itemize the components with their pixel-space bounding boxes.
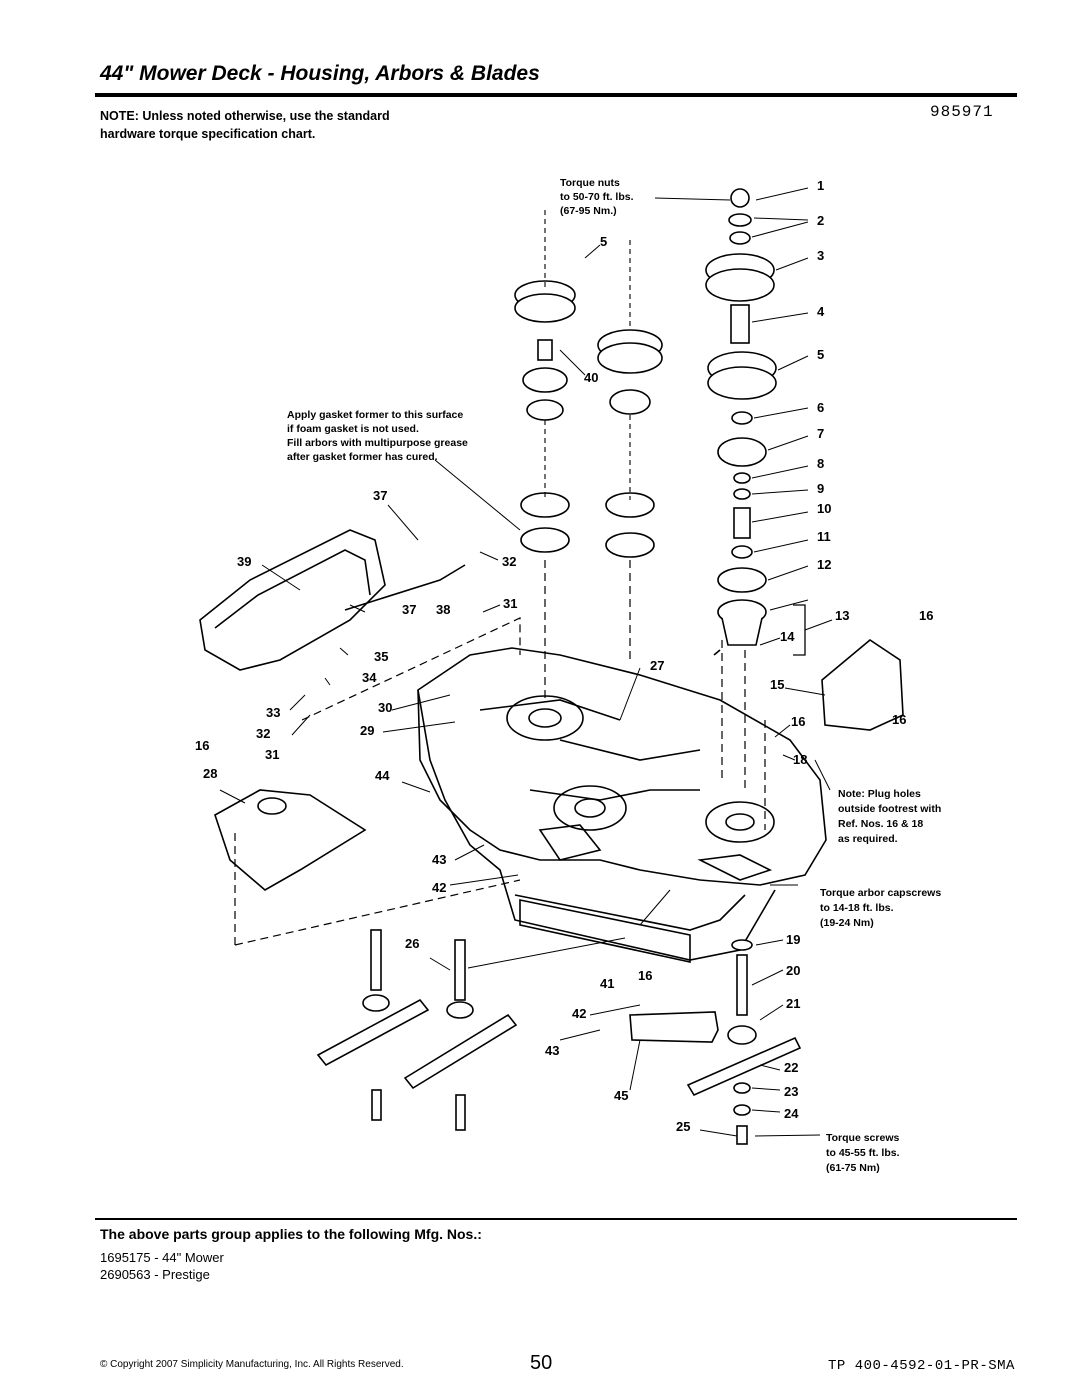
callout: 24 (784, 1106, 799, 1121)
annotation-line: outside footrest with (838, 803, 941, 815)
callout: 11 (817, 529, 831, 544)
callout: 1 (817, 178, 824, 193)
callout: 38 (436, 602, 450, 617)
annotation-line: Torque nuts (560, 177, 620, 189)
callout: 33 (266, 705, 280, 720)
callout: 22 (784, 1060, 798, 1075)
callout: 32 (502, 554, 516, 569)
annotation-line: Torque screws (826, 1132, 899, 1144)
callout: 15 (770, 677, 784, 692)
callout: 3 (817, 248, 824, 263)
callout: 16 (919, 608, 933, 623)
annotation-line: to 14-18 ft. lbs. (820, 902, 894, 914)
callout: 5 (600, 234, 607, 249)
title-rule (95, 93, 1017, 97)
callout: 12 (817, 557, 831, 572)
callout: 16 (892, 712, 906, 727)
annotation-plug-holes: Note: Plug holes outside footrest with R… (838, 788, 941, 845)
callout: 42 (432, 880, 446, 895)
annotation-line: to 50-70 ft. lbs. (560, 191, 634, 203)
callout: 19 (786, 932, 800, 947)
copyright-notice: © Copyright 2007 Simplicity Manufacturin… (100, 1359, 404, 1370)
annotation-gasket: Apply gasket former to this surface if f… (287, 409, 468, 463)
callout: 16 (638, 968, 652, 983)
callout: 44 (375, 768, 390, 783)
callout: 41 (600, 976, 614, 991)
callout: 25 (676, 1119, 690, 1134)
diagram-number: 985971 (930, 103, 994, 121)
callout: 21 (786, 996, 800, 1011)
annotation-line: Fill arbors with multipurpose grease (287, 437, 468, 449)
annotation-line: (61-75 Nm) (826, 1162, 880, 1174)
deck-artwork (199, 187, 904, 1145)
callout: 29 (360, 723, 374, 738)
annotation-torque-capscrews: Torque arbor capscrews to 14-18 ft. lbs.… (820, 887, 941, 929)
callout: 14 (780, 629, 795, 644)
annotation-torque-nuts: Torque nuts to 50-70 ft. lbs. (67-95 Nm.… (560, 177, 634, 217)
annotation-line: after gasket former has cured. (287, 451, 438, 463)
callout: 42 (572, 1006, 586, 1021)
callout: 8 (817, 456, 824, 471)
annotation-torque-screws: Torque screws to 45-55 ft. lbs. (61-75 N… (826, 1132, 900, 1174)
page-title: 44" Mower Deck - Housing, Arbors & Blade… (100, 62, 540, 85)
annotation-line: (67-95 Nm.) (560, 205, 617, 217)
torque-note: NOTE: Unless noted otherwise, use the st… (100, 109, 390, 141)
callout: 4 (817, 304, 825, 319)
callout: 35 (374, 649, 388, 664)
annotation-line: if foam gasket is not used. (287, 423, 419, 435)
page-number: 50 (530, 1352, 553, 1374)
callout: 5 (817, 347, 824, 362)
annotation-line: Torque arbor capscrews (820, 887, 941, 899)
callout: 7 (817, 426, 824, 441)
callout: 34 (362, 670, 377, 685)
applies-heading: The above parts group applies to the fol… (100, 1226, 482, 1242)
mfg-number: 2690563 - Prestige (100, 1267, 210, 1282)
callout: 6 (817, 400, 824, 415)
callout: 31 (265, 747, 279, 762)
callout: 9 (817, 481, 824, 496)
callout: 27 (650, 658, 664, 673)
section-rule (95, 1218, 1017, 1220)
annotation-line: as required. (838, 833, 898, 845)
callout: 37 (402, 602, 416, 617)
callout: 26 (405, 936, 419, 951)
callout: 2 (817, 213, 824, 228)
callout: 13 (835, 608, 849, 623)
callout: 10 (817, 501, 831, 516)
callout: 16 (791, 714, 805, 729)
callout: 43 (545, 1043, 559, 1058)
callout: 32 (256, 726, 270, 741)
callout: 20 (786, 963, 800, 978)
callout: 37 (373, 488, 387, 503)
callout: 18 (793, 752, 807, 767)
mfg-number: 1695175 - 44" Mower (100, 1250, 224, 1265)
callout: 23 (784, 1084, 798, 1099)
annotation-line: to 45-55 ft. lbs. (826, 1147, 900, 1159)
callout: 28 (203, 766, 217, 781)
annotation-line: (19-24 Nm) (820, 917, 874, 929)
callout-layer: 1 2 3 4 5 5 6 7 8 9 10 11 12 13 14 15 16… (195, 178, 933, 1134)
callout: 43 (432, 852, 446, 867)
document-code: TP 400-4592-01-PR-SMA (828, 1358, 1015, 1374)
callout: 39 (237, 554, 251, 569)
callout: 30 (378, 700, 392, 715)
callout: 45 (614, 1088, 628, 1103)
annotation-line: Note: Plug holes (838, 788, 921, 800)
annotation-line: Apply gasket former to this surface (287, 409, 463, 421)
annotation-line: Ref. Nos. 16 & 18 (838, 818, 923, 830)
callout: 31 (503, 596, 517, 611)
callout: 40 (584, 370, 598, 385)
callout: 16 (195, 738, 209, 753)
